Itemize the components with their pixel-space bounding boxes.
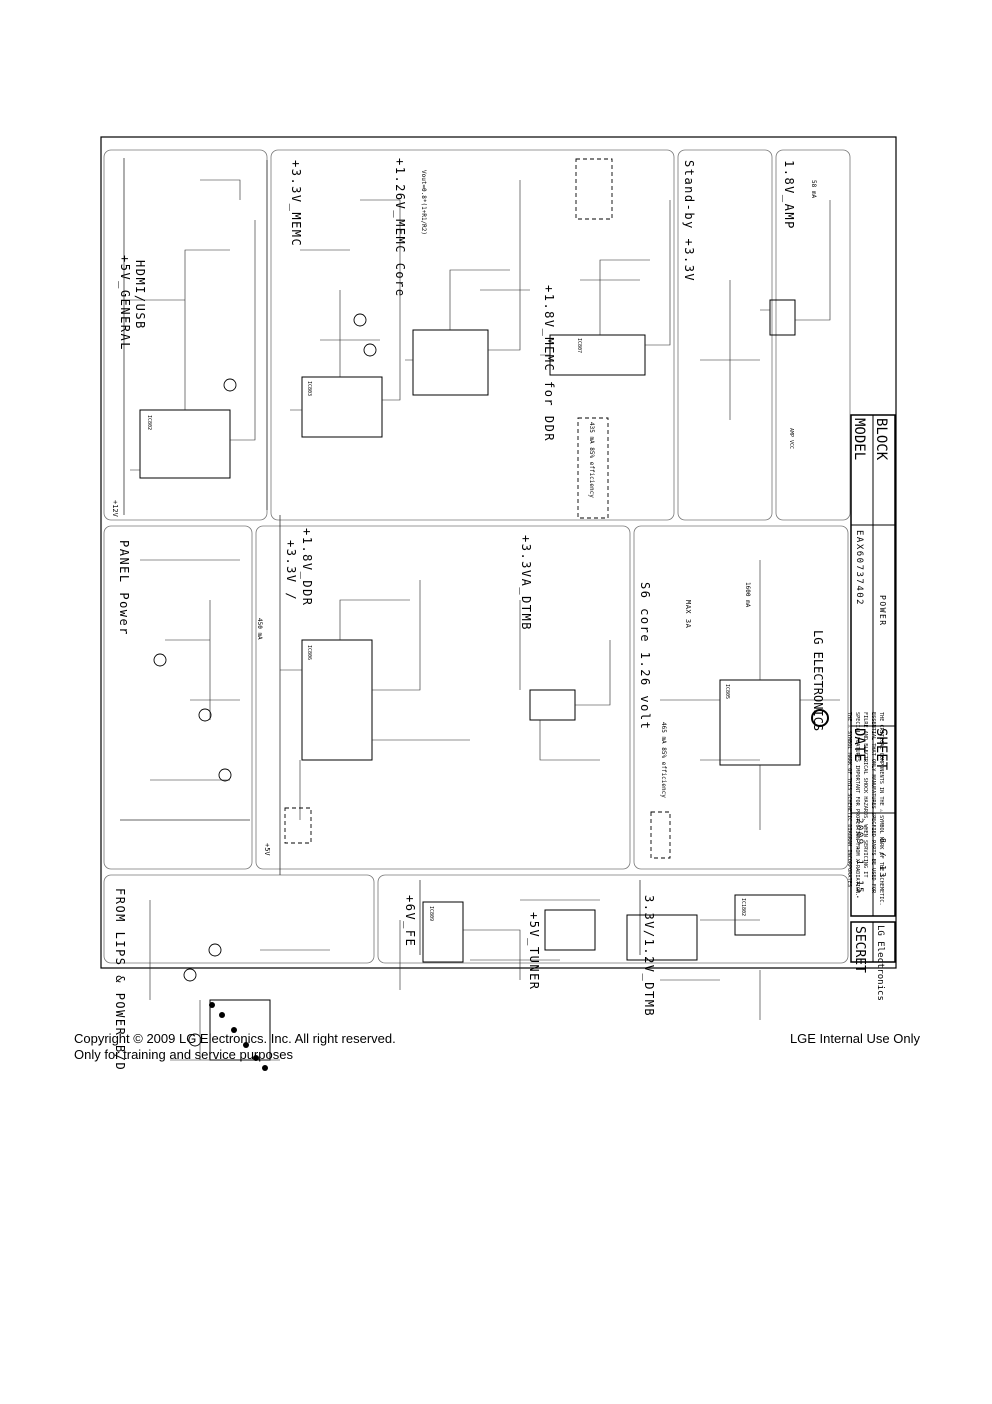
title-lips: FROM LIPS & POWER B/D xyxy=(113,888,127,1071)
note-vout: Vout=0.8*(1+R1/R2) xyxy=(420,170,427,235)
schematic-traces xyxy=(130,179,840,1061)
current-s6: 1600 mA xyxy=(744,582,751,608)
title-panel-power: PANEL Power xyxy=(117,540,131,636)
ic-bodies xyxy=(139,299,806,1061)
title-dtmb: 3.3V/1.2V_DTMB xyxy=(642,895,656,1017)
title-block-frame xyxy=(850,414,896,963)
title-5v-tuner: +5V_TUNER xyxy=(527,912,541,991)
note-line-1: THE ⚠ SYMBOL MARK OF THIS SCHEMETIC DIAG… xyxy=(846,712,852,887)
current-1v8-amp: 58 mA xyxy=(810,180,817,198)
block-label: BLOCK xyxy=(873,418,889,461)
section-panels xyxy=(103,149,851,964)
schematic-border xyxy=(100,136,897,969)
title-3v3-memc: +3.3V_MEMC xyxy=(289,160,303,247)
title-1v8-ddr: +1.8V_DDR xyxy=(300,528,314,607)
ic809-label: IC809 xyxy=(428,906,434,921)
rail-lines xyxy=(120,158,641,955)
title-5v-general: +5V_GENERAL xyxy=(118,255,132,351)
dashed-callouts xyxy=(284,158,671,859)
rail-5v: +5V xyxy=(263,843,271,856)
rail-amp-vcc: AMP VCC xyxy=(788,428,794,449)
safety-notes: THE ⚠ SYMBOL MARK OF THIS SCHEMETIC DIAG… xyxy=(846,712,884,906)
ic807-label: IC807 xyxy=(576,338,582,353)
note-line-2: SPECIAL FEATURES IMPORTANT FOR PROTECTIO… xyxy=(854,712,860,896)
title-3v3va-dtmb: +3.3VA_DTMB xyxy=(519,535,533,631)
ic803-label: IC803 xyxy=(306,381,312,396)
efficiency-s6: 465 mA 85% efficiency xyxy=(660,722,667,798)
internal-use-text: LGE Internal Use Only xyxy=(789,1031,920,1046)
ic805-label: IC805 xyxy=(724,684,730,699)
secret-label: SECRET xyxy=(852,926,867,973)
block-value: POWER xyxy=(878,595,887,627)
rail-12v: +12V xyxy=(111,500,119,518)
note-line-5: THE CRITICAL COMPONENTS IN THE ⚠ SYMBOL … xyxy=(878,712,884,906)
title-standby: Stand-by +3.3V xyxy=(682,160,696,282)
ic802-label: IC802 xyxy=(146,415,152,430)
ic1802-label: IC1802 xyxy=(740,898,746,916)
section-titles: +5V_GENERAL HDMI/USB +3.3V_MEMC +1.26V_M… xyxy=(113,158,817,1071)
rail-label-group: +12V +5V AMP VCC xyxy=(111,428,794,856)
date-label: DATE xyxy=(851,728,867,762)
sheet-value: 8 / 13 xyxy=(878,838,887,879)
model-label: MODEL xyxy=(851,418,867,460)
title-1v8-memc: +1.8V_MEMC for DDR xyxy=(542,285,556,442)
max-s6: MAX 3A xyxy=(684,600,692,629)
lg-small-logo: LG Electronics xyxy=(875,925,885,1001)
title-block: MODEL EAX60737402 DATE 2009. 1. 15. BLOC… xyxy=(811,418,889,1001)
sheet-label: SHEET xyxy=(873,728,889,771)
model-value: EAX60737402 xyxy=(854,530,864,606)
training-purposes-text: Only for training and service purposes xyxy=(74,1047,293,1062)
title-6v-fe: +6V_FE xyxy=(403,895,417,947)
current-ddr: 450 mA xyxy=(256,618,263,640)
date-value: 2009. 1. 15. xyxy=(854,818,864,901)
ic-label-group: IC802 IC803 IC806 IC807 IC805 IC809 IC18… xyxy=(146,338,746,921)
note-line-3: FILRE AND ELECTRICAL SHOCK HAZARDS. WHEN… xyxy=(862,712,868,878)
title-1v26-memc: +1.26V_MEMC Core xyxy=(393,158,407,298)
note-line-4: ESSENTIAL THAT ONLY MANUFATURES SPECFIED… xyxy=(870,712,876,894)
title-1v8-amp: 1.8V_AMP xyxy=(782,160,796,230)
copyright-text: Copyright © 2009 LG Electronics. Inc. Al… xyxy=(74,1031,396,1046)
title-s6-core: S6 core 1.26 volt xyxy=(638,582,652,730)
lg-logo: LG ELECTRONICS xyxy=(811,630,825,731)
ic806-label: IC806 xyxy=(306,645,312,660)
title-3v3: +3.3V / xyxy=(284,540,298,601)
transistor-symbols xyxy=(153,313,377,1047)
lg-logo-mark xyxy=(811,709,829,727)
title-hdmi-usb: HDMI/USB xyxy=(133,260,147,330)
junction-dots xyxy=(209,1002,268,1071)
efficiency-1v8: 435 mA 85% efficiency xyxy=(588,422,595,498)
